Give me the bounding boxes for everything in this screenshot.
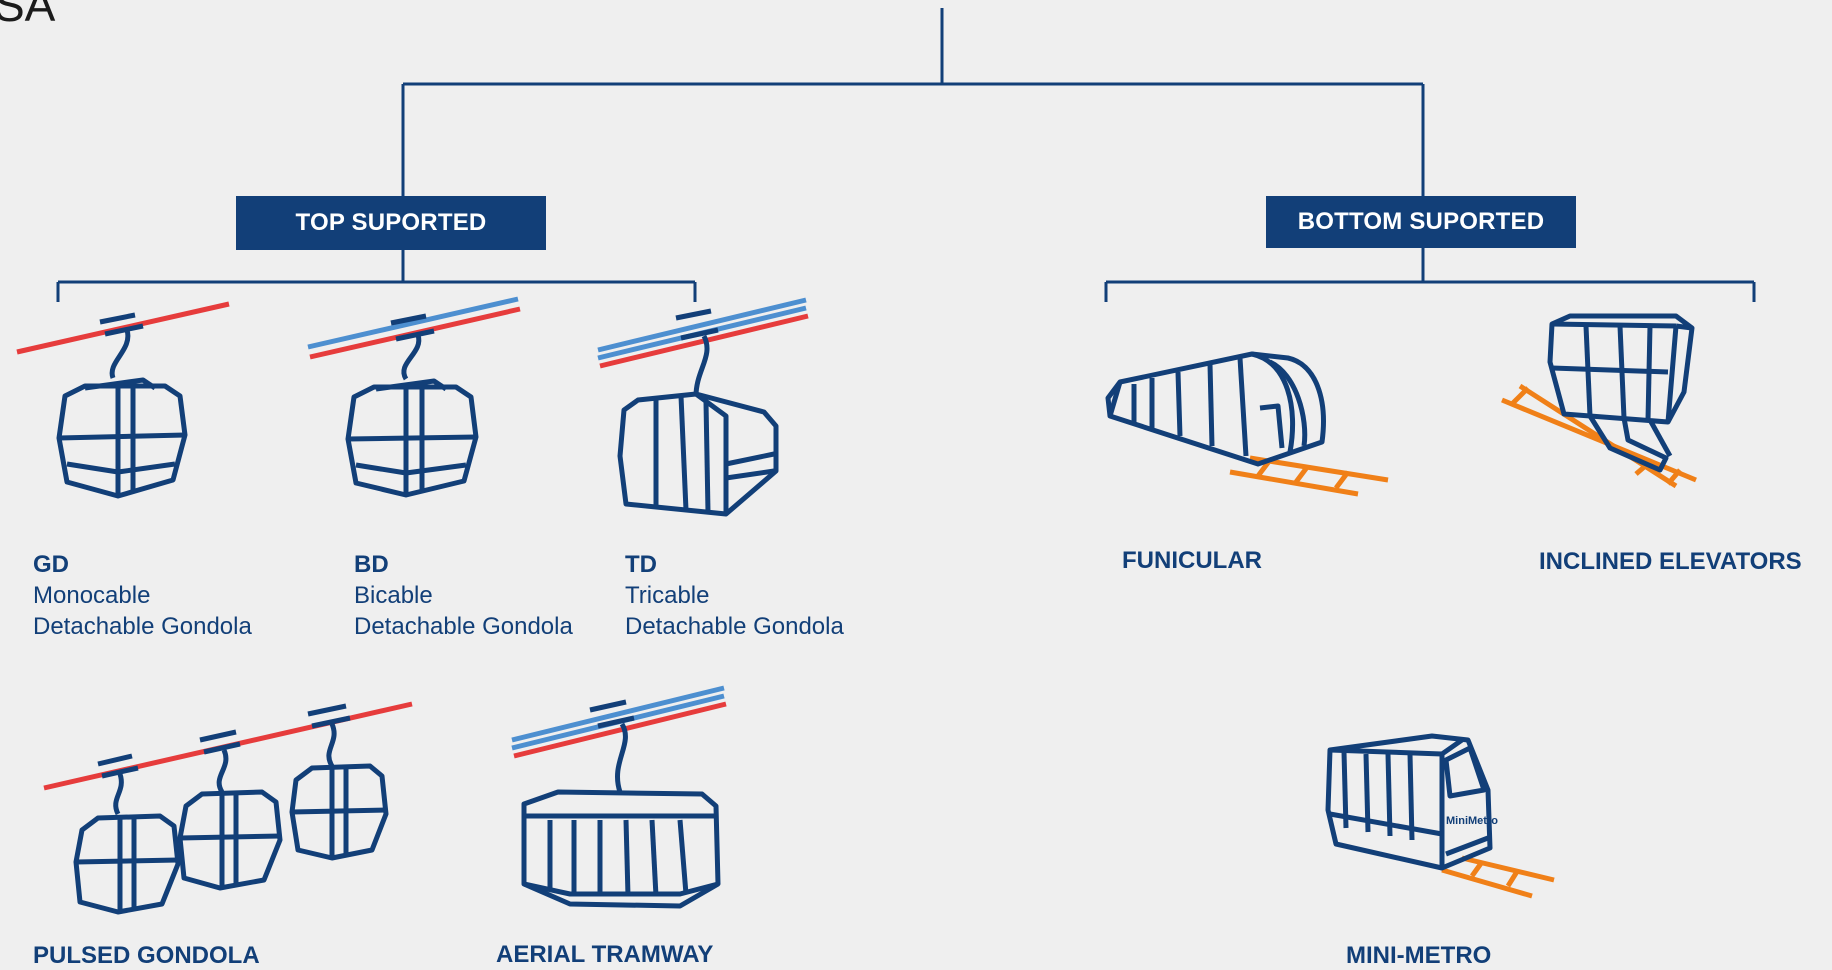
pulsed-gondola-icon	[40, 700, 420, 915]
td-code: TD	[625, 549, 844, 580]
gd-label: GD Monocable Detachable Gondola	[33, 549, 252, 642]
bd-label: BD Bicable Detachable Gondola	[354, 549, 573, 642]
funicular-icon	[1100, 348, 1390, 508]
aerial-tramway-title: AERIAL TRAMWAY	[496, 941, 713, 969]
category-top-supported: TOP SUPORTED	[236, 196, 546, 250]
aerial-tramway-icon	[510, 684, 730, 914]
mini-metro-icon: MiniMetro	[1322, 730, 1562, 900]
mini-metro-badge: MiniMetro	[1446, 815, 1498, 827]
gd-line1: Monocable	[33, 580, 252, 611]
inclined-elevator-icon	[1500, 310, 1710, 500]
tricable-gondola-icon	[596, 296, 816, 521]
funicular-title: FUNICULAR	[1122, 547, 1262, 575]
bd-line2: Detachable Gondola	[354, 611, 573, 642]
gd-line2: Detachable Gondola	[33, 611, 252, 642]
monocable-gondola-icon	[15, 300, 235, 520]
gd-code: GD	[33, 549, 252, 580]
category-bottom-supported: BOTTOM SUPORTED	[1266, 196, 1576, 248]
td-label: TD Tricable Detachable Gondola	[625, 549, 844, 642]
bd-code: BD	[354, 549, 573, 580]
inclined-elevators-title: INCLINED ELEVATORS	[1539, 548, 1802, 576]
td-line2: Detachable Gondola	[625, 611, 844, 642]
td-line1: Tricable	[625, 580, 844, 611]
bicable-gondola-icon	[306, 295, 526, 520]
mini-metro-title: MINI-METRO	[1346, 942, 1491, 970]
pulsed-gondola-title: PULSED GONDOLA	[33, 942, 260, 970]
bd-line1: Bicable	[354, 580, 573, 611]
